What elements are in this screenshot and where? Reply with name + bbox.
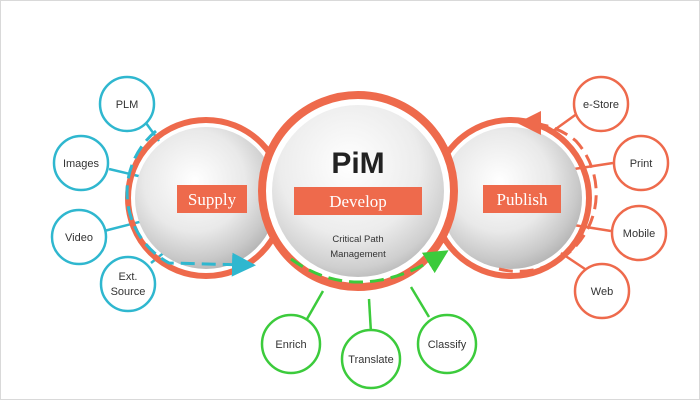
supply-nodes: PLM Images Video Ext. Source <box>50 75 157 313</box>
develop-banner-label: Develop <box>329 192 387 211</box>
supply-banner-label: Supply <box>188 190 237 209</box>
supply-flow-arrow <box>125 129 256 277</box>
node-translate-label: Translate <box>348 354 393 366</box>
connector-translate <box>367 298 373 334</box>
node-plm-label: PLM <box>116 99 139 111</box>
publish-banner-label: Publish <box>496 190 548 209</box>
node-classify: Classify <box>416 313 478 375</box>
connector-classify <box>409 286 431 318</box>
node-print-label: Print <box>630 158 653 170</box>
node-translate: Translate <box>340 328 402 390</box>
hub-subtitle-line2: Management <box>330 249 386 260</box>
develop-flow-arrow <box>290 250 449 284</box>
node-plm: PLM <box>98 75 156 133</box>
node-mobile: Mobile <box>610 204 668 262</box>
node-ext-source: Ext. Source <box>99 255 157 313</box>
publish-banner <box>483 185 561 213</box>
publish-nodes: e-Store Print Mobile Web <box>572 75 670 320</box>
node-mobile-label: Mobile <box>623 228 655 240</box>
node-web-label: Web <box>591 286 613 298</box>
node-video: Video <box>50 208 108 266</box>
develop-nodes: Enrich Translate Classify <box>260 313 478 390</box>
node-video-label: Video <box>65 232 93 244</box>
node-print: Print <box>612 134 670 192</box>
node-images-label: Images <box>63 158 100 170</box>
develop-banner <box>294 187 422 215</box>
node-e-store: e-Store <box>572 75 630 133</box>
node-web: Web <box>573 262 631 320</box>
node-ext-source-label-line2: Source <box>111 286 146 298</box>
connector-enrich <box>305 290 325 320</box>
hub-subtitle-line1: Critical Path <box>332 234 383 245</box>
publish-flow-arrow <box>498 110 598 273</box>
node-e-store-label: e-Store <box>583 99 619 111</box>
node-enrich-label: Enrich <box>275 339 306 351</box>
node-ext-source-label-line1: Ext. <box>119 271 138 283</box>
develop-connectors <box>305 286 431 334</box>
node-classify-label: Classify <box>428 339 467 351</box>
hub-title: PiM <box>331 147 384 180</box>
node-images: Images <box>52 134 110 192</box>
supply-banner <box>177 185 247 213</box>
node-enrich: Enrich <box>260 313 322 375</box>
